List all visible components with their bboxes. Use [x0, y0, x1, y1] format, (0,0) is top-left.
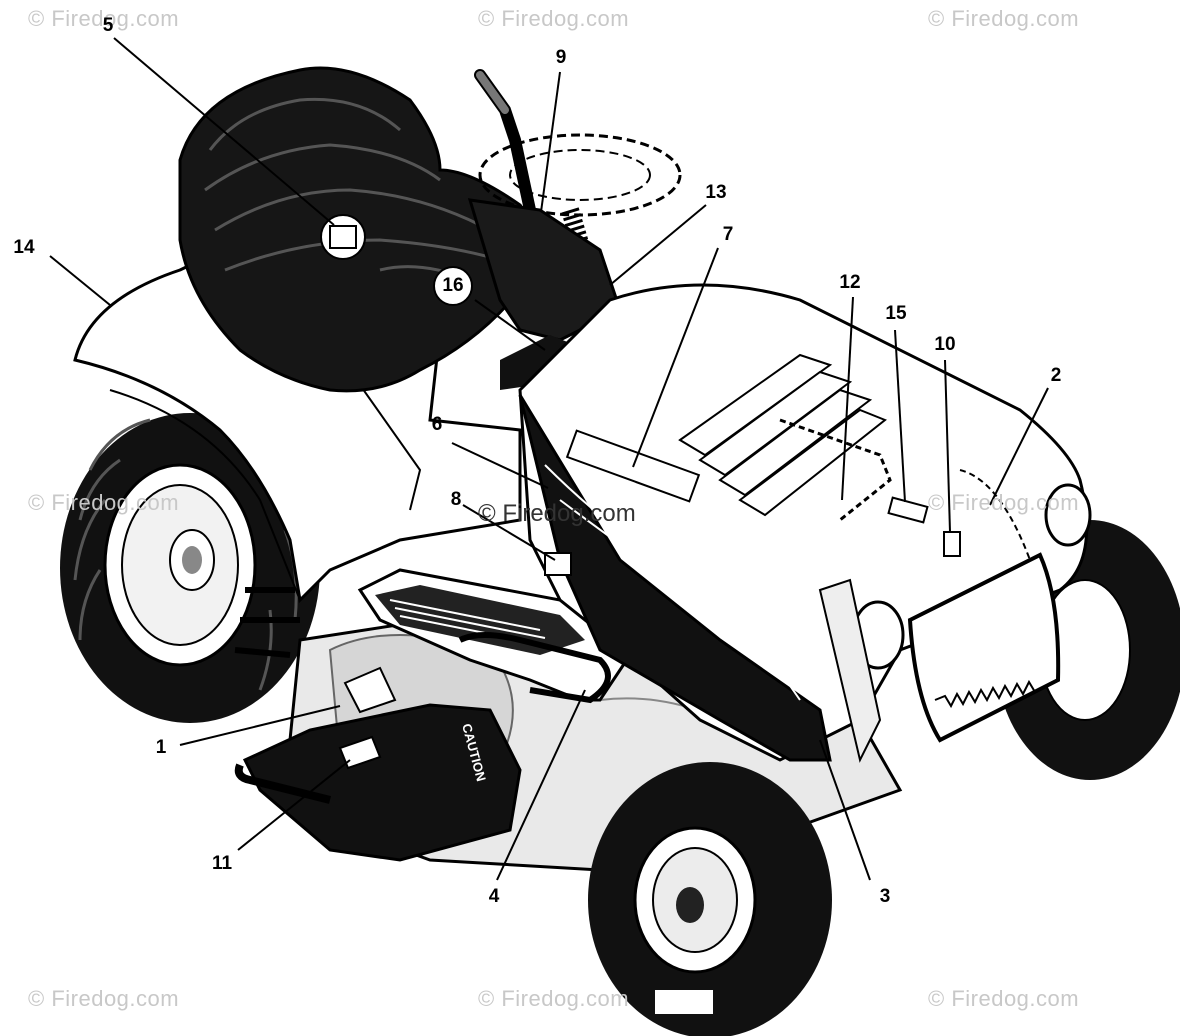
leader-lines: [49, 37, 1049, 881]
callout-14: 14: [13, 237, 35, 258]
watermark: © Firedog.com: [478, 6, 630, 31]
front-left-wheel: [588, 762, 832, 1036]
rear-wheel: [60, 413, 320, 723]
callout-9: 9: [555, 47, 567, 68]
callout-15: 15: [885, 303, 907, 324]
discharge-chute: CAUTION: [234, 703, 522, 862]
foot-platform: [357, 568, 643, 704]
callout-4: 4: [488, 886, 500, 907]
watermark: © Firedog.com: [928, 986, 1080, 1011]
blank-patch: [655, 990, 713, 1014]
center-watermark: © Firedog.com: [478, 500, 636, 527]
watermark: © Firedog.com: [478, 986, 630, 1011]
callout-3: 3: [879, 886, 891, 907]
callout-2: 2: [1050, 365, 1062, 386]
callout-12: 12: [839, 272, 861, 293]
watermark: © Firedog.com: [28, 490, 180, 515]
watermark: © Firedog.com: [28, 986, 180, 1011]
callout-5: 5: [102, 15, 114, 36]
watermark: © Firedog.com: [928, 490, 1080, 515]
callout-6: 6: [431, 414, 443, 435]
grille: [818, 483, 1092, 763]
callout-8: 8: [450, 489, 462, 510]
callout-13: 13: [705, 182, 727, 203]
callout-16: 16: [433, 266, 473, 306]
callout-11: 11: [211, 853, 233, 874]
watermark: © Firedog.com: [28, 6, 180, 31]
lift-lever: [474, 69, 536, 216]
callout-1: 1: [155, 737, 167, 758]
steering-wheel: [478, 133, 682, 332]
watermark: © Firedog.com: [928, 6, 1080, 31]
callout-7: 7: [722, 224, 734, 245]
callout-10: 10: [934, 334, 956, 355]
